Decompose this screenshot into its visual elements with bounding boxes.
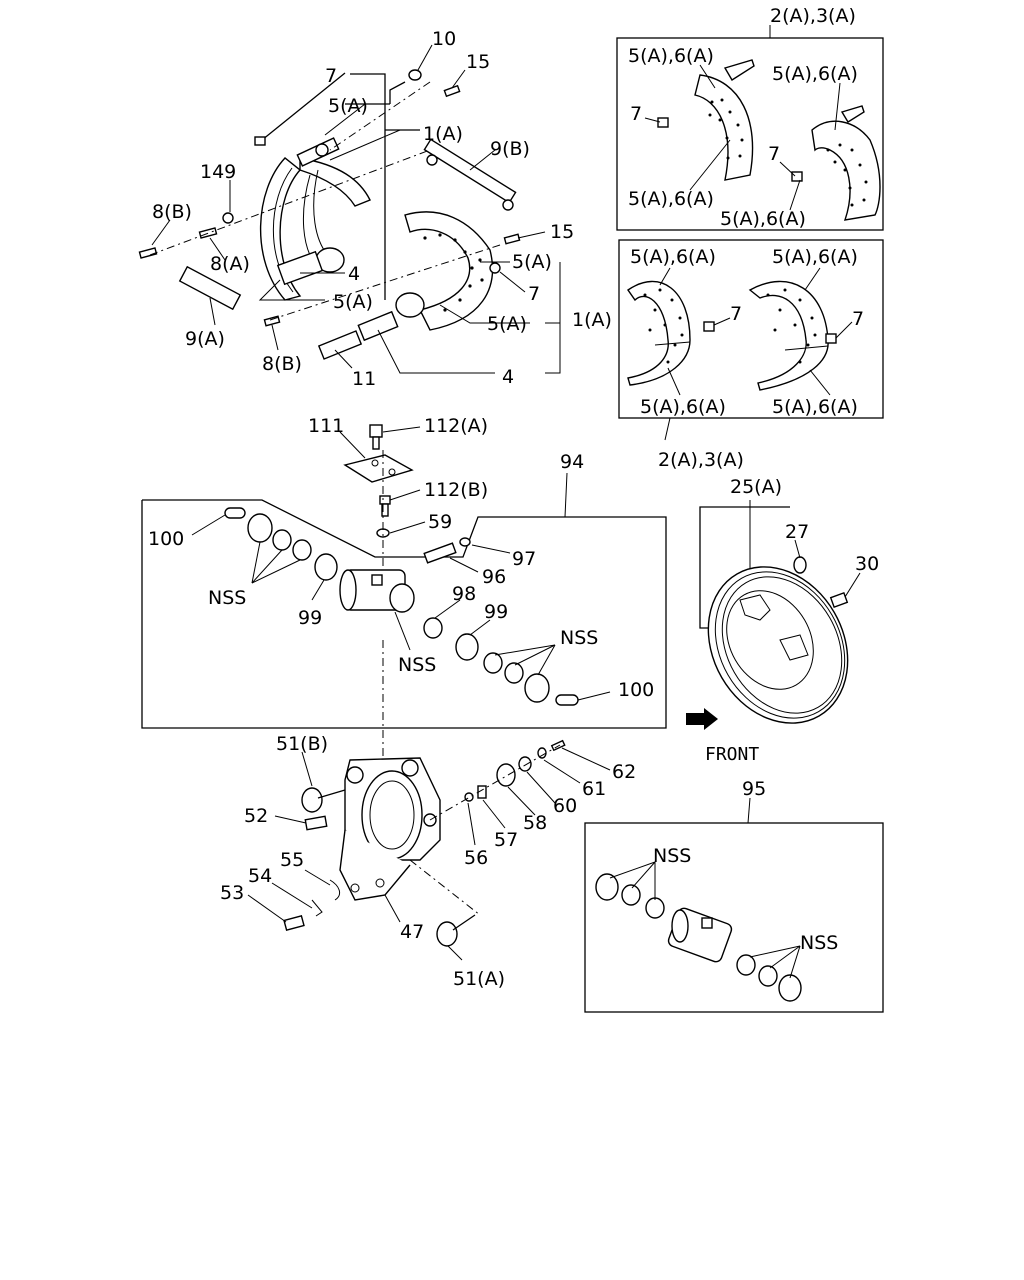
callout-53: 53 — [220, 882, 244, 904]
shoe-rivets — [826, 143, 868, 207]
callout-nss: NSS — [653, 845, 691, 867]
repair-kit-callouts: 95 NSS NSS — [653, 778, 838, 954]
callout-5a: 5(A) — [328, 95, 368, 117]
callout-5a: 5(A) — [333, 291, 373, 313]
anchor-bracket-callouts: 51(B) 62 61 60 52 58 57 55 56 54 53 47 5… — [220, 733, 636, 990]
callout-7: 7 — [630, 103, 642, 125]
callout-96: 96 — [482, 566, 506, 588]
callout-100: 100 — [618, 679, 654, 701]
shoe-rivets — [643, 288, 684, 364]
callout-112a: 112(A) — [424, 415, 488, 437]
callout-97: 97 — [512, 548, 536, 570]
callout-51a: 51(A) — [453, 968, 505, 990]
callout-62: 62 — [612, 761, 636, 783]
callout-5a-6a: 5(A),6(A) — [772, 63, 858, 85]
brake-shoe-assembly — [138, 44, 561, 374]
repair-kit-assembly — [584, 797, 884, 1013]
callout-55: 55 — [280, 849, 304, 871]
cylinder-callouts: 111 112(A) 94 112(B) 59 100 97 96 NSS 98… — [148, 415, 654, 701]
callout-nss: NSS — [560, 627, 598, 649]
callout-8a: 8(A) — [210, 253, 250, 275]
shoe-rivets — [766, 288, 817, 364]
callout-11: 11 — [352, 368, 376, 390]
callout-5a-6a: 5(A),6(A) — [772, 396, 858, 418]
front-label: FRONT — [705, 744, 759, 765]
callout-58: 58 — [523, 812, 547, 834]
callout-5a: 5(A) — [512, 251, 552, 273]
callout-15: 15 — [466, 51, 490, 73]
callout-2a-3a: 2(A),3(A) — [770, 5, 856, 27]
callout-95: 95 — [742, 778, 766, 800]
callout-5a: 5(A) — [487, 313, 527, 335]
box2-callouts: 5(A),6(A) 5(A),6(A) 7 7 5(A),6(A) 5(A),6… — [630, 246, 864, 471]
callout-5a-6a: 5(A),6(A) — [720, 208, 806, 230]
callout-99: 99 — [298, 607, 322, 629]
callout-15: 15 — [550, 221, 574, 243]
callout-98: 98 — [452, 583, 476, 605]
callout-52: 52 — [244, 805, 268, 827]
callout-100: 100 — [148, 528, 184, 550]
callout-nss: NSS — [800, 932, 838, 954]
callout-5a-6a: 5(A),6(A) — [640, 396, 726, 418]
callout-4: 4 — [502, 366, 514, 388]
callout-nss: NSS — [398, 654, 436, 676]
callout-7: 7 — [768, 143, 780, 165]
box1-callouts: 2(A),3(A) 5(A),6(A) 5(A),6(A) 7 7 5(A),6… — [628, 5, 858, 230]
callout-54: 54 — [248, 865, 272, 887]
callout-47: 47 — [400, 921, 424, 943]
callout-5a-6a: 5(A),6(A) — [628, 45, 714, 67]
callout-8b: 8(B) — [152, 201, 192, 223]
lined-shoe-box-upper — [616, 25, 884, 231]
callout-10: 10 — [432, 28, 456, 50]
callout-59: 59 — [428, 511, 452, 533]
callout-1a: 1(A) — [572, 309, 612, 331]
callout-51b: 51(B) — [276, 733, 328, 755]
lining-rivets — [423, 233, 484, 312]
backing-plate-assembly — [686, 500, 861, 730]
callout-5a-6a: 5(A),6(A) — [628, 188, 714, 210]
callout-7: 7 — [730, 303, 742, 325]
callout-56: 56 — [464, 847, 488, 869]
top-left-callouts: 10 15 7 5(A) 1(A) 9(B) 149 8(B) 15 8(A) … — [152, 28, 612, 390]
callout-94: 94 — [560, 451, 584, 473]
callout-1a: 1(A) — [423, 123, 463, 145]
callout-27: 27 — [785, 521, 809, 543]
callout-7: 7 — [528, 283, 540, 305]
callout-112b: 112(B) — [424, 479, 488, 501]
lined-shoe-box-lower — [618, 239, 884, 441]
callout-4: 4 — [348, 263, 360, 285]
callout-149: 149 — [200, 161, 236, 183]
callout-111: 111 — [308, 415, 344, 437]
callout-2a-3a: 2(A),3(A) — [658, 449, 744, 471]
backing-plate-callouts: 25(A) 27 30 FRONT — [705, 476, 879, 765]
callout-61: 61 — [582, 778, 606, 800]
callout-8b: 8(B) — [262, 353, 302, 375]
callout-30: 30 — [855, 553, 879, 575]
callout-57: 57 — [494, 829, 518, 851]
callout-5a-6a: 5(A),6(A) — [772, 246, 858, 268]
callout-nss: NSS — [208, 587, 246, 609]
callout-7: 7 — [852, 308, 864, 330]
callout-9b: 9(B) — [490, 138, 530, 160]
callout-99: 99 — [484, 601, 508, 623]
callout-9a: 9(A) — [185, 328, 225, 350]
wheel-cylinder-assembly — [141, 424, 667, 760]
callout-60: 60 — [553, 795, 577, 817]
shoe-rivets — [708, 98, 744, 160]
front-arrow-icon — [686, 708, 718, 730]
callout-5a-6a: 5(A),6(A) — [630, 246, 716, 268]
callout-7: 7 — [325, 65, 337, 87]
anchor-bracket-assembly — [247, 739, 611, 961]
callout-25a: 25(A) — [730, 476, 782, 498]
